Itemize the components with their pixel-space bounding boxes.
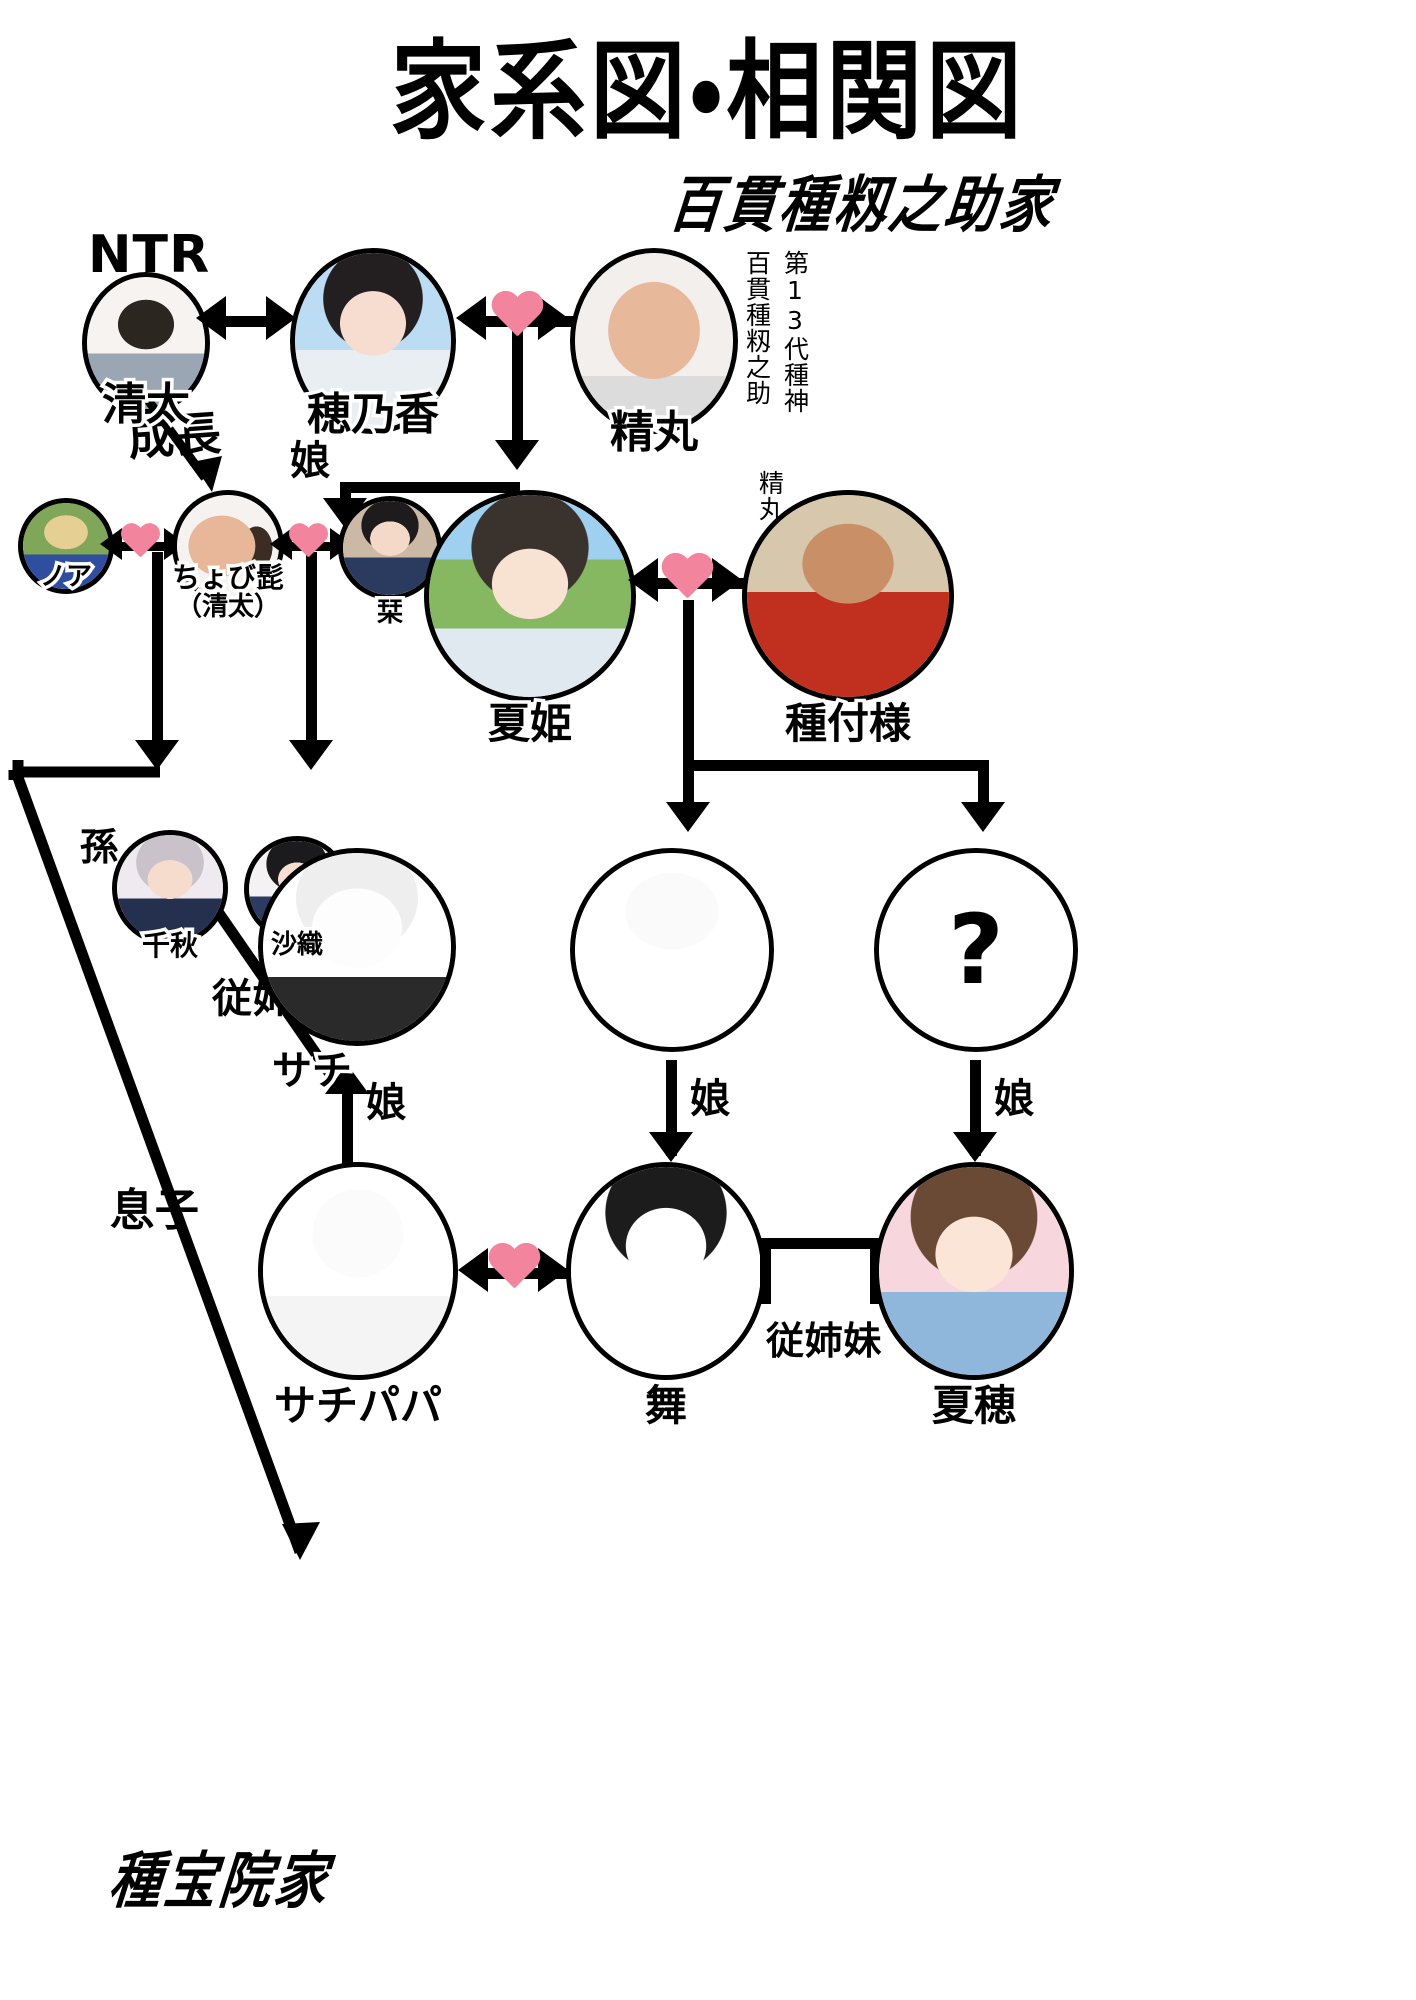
person-node-sachi[interactable] [258,848,456,1046]
portrait-sumo [575,853,769,1047]
portrait-natsuho [879,1167,1069,1375]
person-name-tanetsuke: 種付様 [781,696,914,752]
arrowhead-down-mai [649,1132,693,1162]
person-name-mai: 舞 [641,1378,690,1434]
portrait-chiaki [117,835,223,941]
person-node-shiori[interactable] [338,496,442,600]
arrowhead-down-shiori [495,440,539,470]
person-node-unknown[interactable]: ? [874,848,1078,1052]
portrait-tanetsuke [747,495,949,697]
portrait-seimaru [575,253,733,429]
portrait-noa [23,503,109,589]
person-name-natsuki: 夏姫 [484,696,575,752]
edge-up-to-sachi [342,1094,353,1190]
person-node-sumo[interactable] [570,848,774,1052]
person-node-sachipapa[interactable] [258,1162,458,1380]
arrowhead-left-honoka [456,296,486,340]
person-node-honoka[interactable] [290,248,456,434]
edge-down-to-mai [666,1060,677,1156]
question-mark-icon: ? [948,894,1004,1006]
edge-pair-drop [683,600,694,768]
person-node-chiaki[interactable] [112,830,228,946]
seimaru-caption-fullname: 百貫種籾之助 [742,250,772,406]
portrait-unknown [879,853,1073,1047]
person-node-natsuho[interactable] [874,1162,1074,1380]
label-son: 息子 [110,1185,200,1236]
arrowhead-left-seita [196,296,226,340]
edge-seita-honoka [216,316,276,327]
arrowhead-left-chobi2 [270,528,292,560]
edge-drop-sumo [683,760,694,818]
person-name-noa: ノア [36,559,95,596]
arrowhead-left-noa [100,528,122,560]
portrait-mai [571,1167,761,1375]
person-name-sachi: サチ [269,1045,356,1098]
page-title: 家系図・相関図 [390,28,1026,155]
portrait-sachipapa [263,1167,453,1375]
person-name-shiori: 栞 [373,595,406,632]
label-daughter-shiori: 娘 [290,438,331,484]
person-name-natsuho: 夏穂 [928,1378,1019,1434]
person-name-saori: 沙織 [267,927,326,964]
edge-drop-chiaki [152,552,163,758]
arrowhead-left-sachipapa [458,1248,488,1292]
portrait-shiori [343,501,437,595]
edge-drop-saori [306,552,317,758]
portrait-seita [87,277,205,409]
edge-cousins-left-drop [760,1238,771,1304]
edge-drop-shiori [340,482,351,510]
label-cousins-right: 従姉妹 [766,1319,883,1363]
person-name-seita: 清太 [99,376,194,434]
label-daughter-natsuho: 娘 [994,1076,1035,1122]
edge-drop-unknown [978,760,989,818]
arrowhead-down-unknown [961,802,1005,832]
arrowhead-down-natsuho [953,1132,997,1162]
person-name-sachipapa: サチパパ [270,1378,445,1434]
label-daughter-mai: 娘 [690,1076,731,1122]
person-alias-chobi: （清太） [172,589,283,626]
edge-cousins-bracket [760,1238,880,1249]
person-node-natsuki[interactable] [424,490,636,702]
portrait-natsuki [429,495,631,697]
label-daughter-sachi: 娘 [366,1080,407,1126]
arrowhead-down-chiaki [135,740,179,770]
house-heading-top-right: 百貫種籾之助家 [665,170,1059,242]
arrowhead-down-saori [289,740,333,770]
person-name-chobi: ちょび髭 [168,558,287,598]
edge-pair-bracket [683,760,989,771]
arrowhead-right-mai [538,1248,568,1292]
person-name-honoka: 穂乃香 [304,386,443,444]
edge-bracket-shiori [340,482,520,493]
person-node-seimaru[interactable] [570,248,738,434]
house-heading-bottom-left: 種宝院家 [105,1846,334,1918]
heart-icon-sachipapa-mai [487,1244,541,1294]
person-node-noa[interactable] [18,498,114,594]
edge-down-to-natsuho [970,1060,981,1156]
arrowhead-right-tanetsuke [712,558,742,602]
person-name-chiaki: 千秋 [138,926,201,966]
arrowhead-down-sumo [666,802,710,832]
heart-icon-honoka-seimaru [490,292,544,342]
arrowhead-left-natsuki [628,558,658,602]
seimaru-caption-generation: 第13代種神 [780,250,810,414]
edge-down-to-shiori [512,322,523,462]
label-grandchild: 孫 [77,824,121,870]
person-node-tanetsuke[interactable] [742,490,954,702]
portrait-honoka [295,253,451,429]
arrowhead-up-sachi [325,1064,369,1094]
portrait-chobi [177,495,279,597]
heart-icon-natsuki-tanetsuke [660,554,714,604]
person-name-seimaru: 精丸 [607,404,702,462]
person-node-mai[interactable] [566,1162,766,1380]
portrait-sachi [263,853,451,1041]
